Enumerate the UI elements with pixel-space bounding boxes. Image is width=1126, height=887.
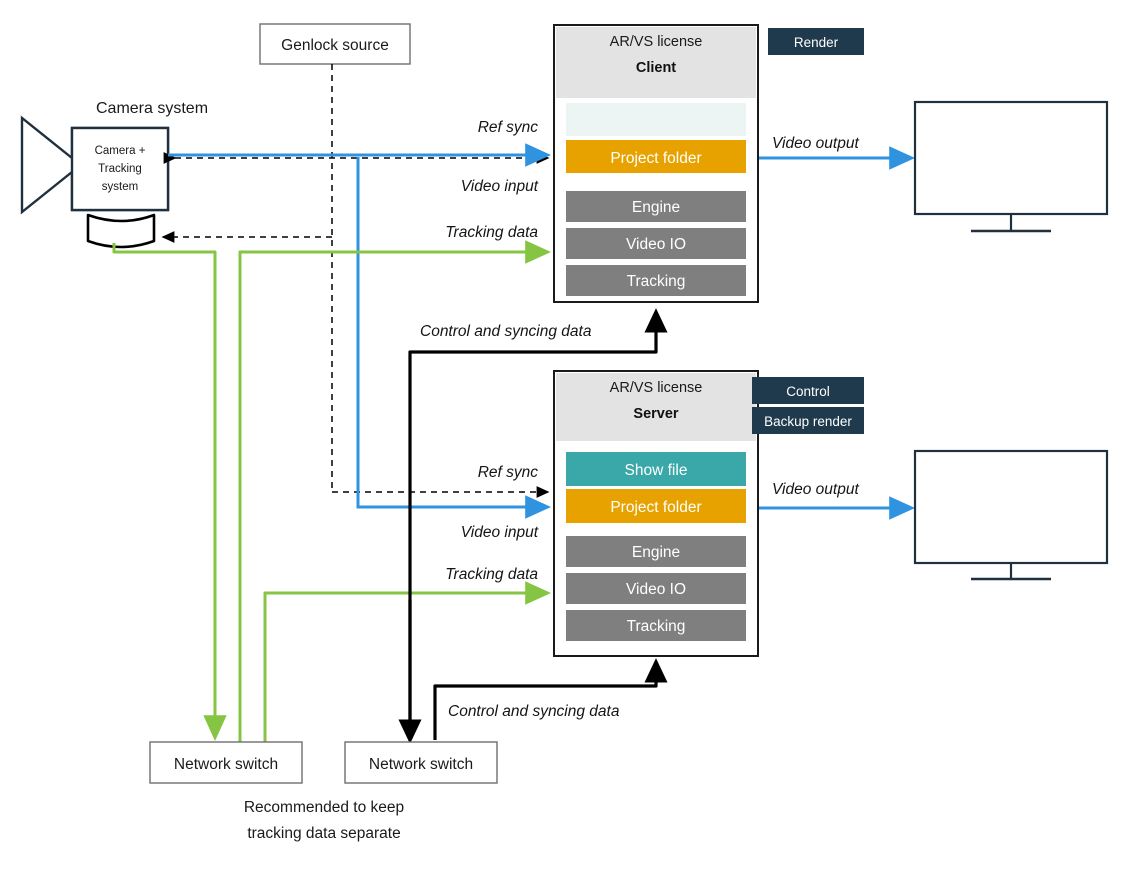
server-header-bottom-label: Server (633, 406, 679, 422)
control-client-line (408, 308, 668, 738)
server-band-project-folder-label: Project folder (610, 499, 701, 516)
server-band-engine[interactable] (566, 536, 746, 567)
tracking-switch-to-client-line (238, 240, 552, 782)
server-band-engine-label: Engine (632, 544, 680, 561)
monitor-server-group (913, 449, 1109, 581)
control-sync-lines (398, 308, 668, 744)
server-badge-control[interactable] (752, 377, 864, 404)
label-video-input-client: Video input (461, 178, 539, 195)
footnote-line-1: Recommended to keep (244, 799, 404, 816)
control-server-line (433, 658, 668, 740)
label-control-sync-client: Control and syncing data (420, 323, 592, 340)
client-band-tracking[interactable] (566, 265, 746, 296)
network-switch-tracking-label: Network switch (174, 756, 278, 773)
label-tracking-data-server: Tracking data (445, 566, 538, 583)
server-band-show-file[interactable] (566, 452, 746, 486)
ref-sync-dashed-network (161, 64, 550, 498)
label-video-output-server: Video output (772, 481, 859, 498)
server-band-video-io-label: Video IO (626, 581, 686, 598)
tracking-switch-to-server-line (263, 581, 552, 782)
label-ref-sync-server: Ref sync (478, 464, 539, 481)
tracking-sensor-icon (86, 213, 156, 249)
video-signal-lines (168, 143, 916, 520)
video-input-server-line (356, 157, 552, 519)
network-switch-control-box[interactable] (344, 741, 498, 784)
server-badge-backup-render-label: Backup render (764, 414, 852, 429)
server-header-top-label: AR/VS license (610, 380, 703, 396)
server-band-show-file-label: Show file (625, 462, 688, 479)
tracking-camera-to-switch-line (112, 243, 227, 742)
client-band-empty[interactable] (566, 103, 746, 136)
label-video-input-server: Video input (461, 524, 539, 541)
label-video-output-client: Video output (772, 135, 859, 152)
camera-body-label-line1: Camera + (95, 145, 146, 157)
control-client-switch-arrowhead (403, 726, 417, 744)
label-tracking-data-client: Tracking data (445, 224, 538, 241)
client-badge-render-label: Render (794, 35, 839, 50)
client-band-project-folder-label: Project folder (610, 150, 701, 167)
client-band-project-folder[interactable] (566, 140, 746, 173)
server-band-tracking[interactable] (566, 610, 746, 641)
client-band-engine-label: Engine (632, 199, 680, 216)
server-band-tracking-label: Tracking (627, 618, 686, 635)
client-band-tracking-label: Tracking (627, 273, 686, 290)
camera-system-title: Camera system (96, 100, 208, 117)
server-box-group[interactable] (553, 370, 864, 657)
label-control-sync-server: Control and syncing data (448, 703, 620, 720)
server-badge-backup-render[interactable] (752, 407, 864, 434)
client-header-bottom-label: Client (636, 60, 676, 76)
server-band-project-folder[interactable] (566, 489, 746, 523)
client-band-video-io[interactable] (566, 228, 746, 259)
monitor-client-screen (913, 100, 1109, 216)
footnote-line-2: tracking data separate (247, 825, 400, 842)
client-band-engine[interactable] (566, 191, 746, 222)
label-ref-sync-client: Ref sync (478, 119, 539, 136)
network-switch-control-label: Network switch (369, 756, 473, 773)
camera-body-label-line3: system (102, 181, 138, 193)
camera-system-group (20, 115, 170, 249)
client-box-group[interactable] (553, 24, 864, 303)
monitor-server-screen (913, 449, 1109, 565)
monitor-client-group (913, 100, 1109, 233)
genlock-source-box (259, 23, 411, 65)
client-badge-render[interactable] (768, 28, 864, 55)
client-band-video-io-label: Video IO (626, 236, 686, 253)
server-header-band (556, 373, 756, 441)
camera-body (70, 126, 170, 212)
server-badge-control-label: Control (786, 384, 830, 399)
server-band-video-io[interactable] (566, 573, 746, 604)
client-header-band (556, 27, 756, 98)
camera-body-label-line2: Tracking (98, 163, 142, 175)
tracking-data-lines (112, 240, 552, 782)
network-switch-tracking-box[interactable] (149, 741, 303, 784)
genlock-source-label: Genlock source (281, 37, 389, 54)
client-header-top-label: AR/VS license (610, 34, 703, 50)
